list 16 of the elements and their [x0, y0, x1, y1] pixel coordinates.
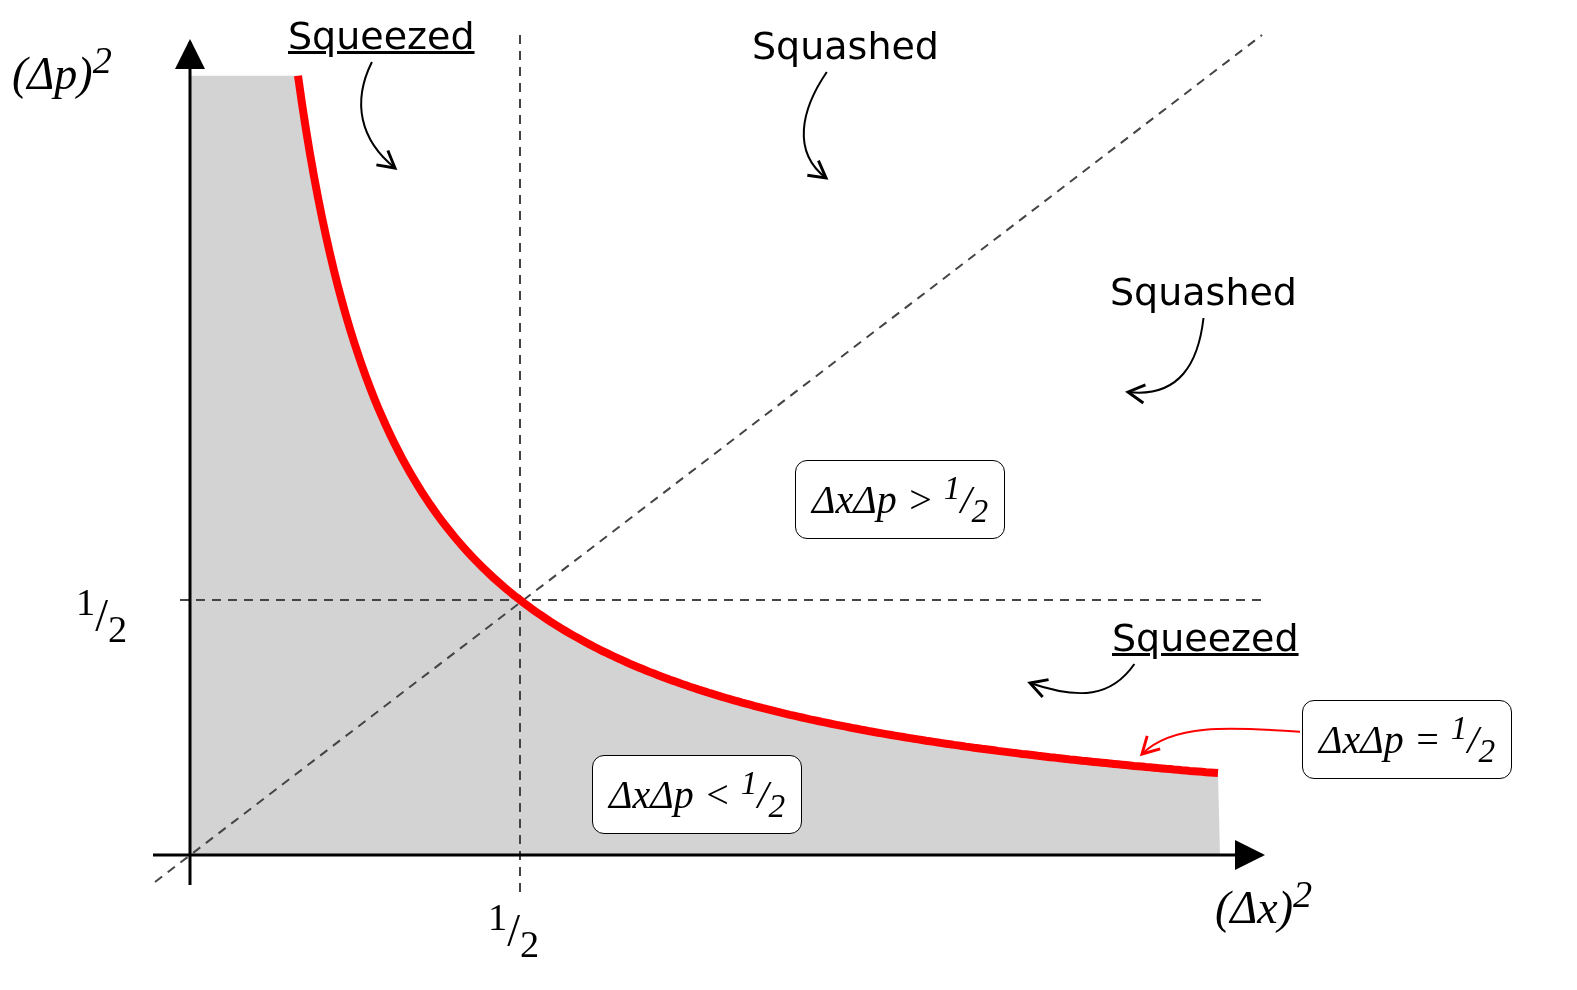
region-label: Squeezed [1112, 616, 1299, 660]
region-label: Squashed [752, 24, 939, 68]
formula-box: ΔxΔp < $^{1}$/$_{2}$ [592, 755, 803, 835]
callout-arrow [1140, 727, 1301, 756]
tick-label: $^{1}$/$_{2}$ [488, 895, 540, 966]
region-label: Squashed [1110, 270, 1297, 314]
tick-label: $^{1}$/$_{2}$ [76, 580, 128, 651]
callout-arrow [802, 71, 828, 180]
axis-title: (Δp)$^{2}$ [12, 38, 112, 101]
callout-arrow [1028, 663, 1136, 699]
formula-box: ΔxΔp > $^{1}$/$_{2}$ [795, 460, 1006, 540]
region-label: Squeezed [288, 14, 475, 58]
callout-arrow [1126, 317, 1205, 404]
callout-arrow [360, 61, 397, 170]
axis-title: (Δx)$^{2}$ [1215, 872, 1313, 935]
formula-box: ΔxΔp = $^{1}$/$_{2}$ [1302, 700, 1513, 780]
